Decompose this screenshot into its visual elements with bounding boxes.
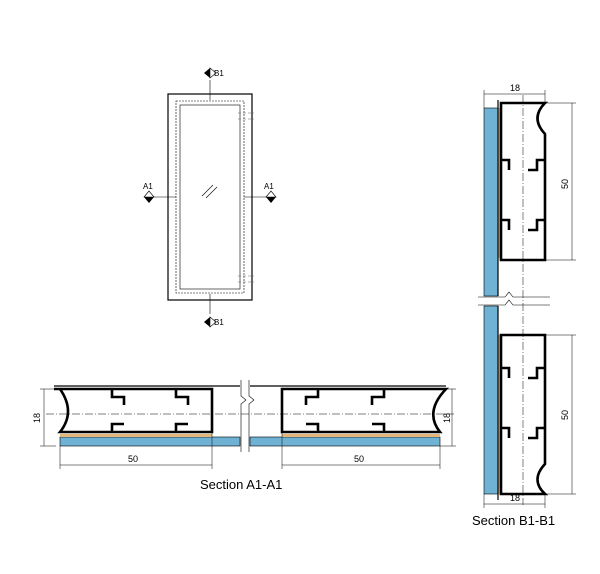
dimension-label-height-right: 18 bbox=[442, 413, 452, 423]
frame-profile-top-detail bbox=[501, 158, 545, 232]
dimension-width-bottom: 18 bbox=[483, 493, 546, 508]
elevation-hinge-marks bbox=[238, 112, 254, 283]
section-marker-b-bottom: B1 bbox=[204, 316, 224, 328]
elevation-outer-frame bbox=[167, 93, 253, 301]
gasket-strip-left bbox=[60, 434, 212, 437]
dimension-label-width-left: 50 bbox=[128, 454, 138, 464]
frame-profile-left bbox=[54, 387, 214, 434]
dimension-label-width-bottom: 18 bbox=[510, 493, 520, 503]
dimension-label-height-left: 18 bbox=[32, 413, 42, 423]
gasket-strip-bottom bbox=[498, 335, 501, 494]
dimension-label-width-top: 18 bbox=[510, 83, 520, 93]
section-a-caption: Section A1-A1 bbox=[200, 477, 282, 492]
elevation-inner-frame bbox=[175, 100, 245, 294]
break-symbol-a bbox=[240, 380, 255, 452]
glass-strip-top bbox=[483, 107, 499, 297]
gasket-strip-top bbox=[498, 108, 501, 258]
dimension-height-right: 18 bbox=[440, 388, 456, 447]
section-arrow-icon bbox=[204, 317, 210, 327]
frame-profile-top bbox=[499, 101, 549, 262]
glass-strip-left bbox=[59, 436, 241, 447]
dimension-width-right: 50 bbox=[281, 432, 441, 469]
frame-profile-left-detail bbox=[110, 389, 190, 432]
section-marker-a-left: A1 bbox=[143, 182, 155, 203]
dimension-height-bottom: 50 bbox=[545, 334, 576, 495]
section-marker-b-top: B1 bbox=[204, 67, 224, 79]
section-arrow-icon bbox=[144, 197, 154, 203]
section-tag-b-top: B1 bbox=[214, 69, 224, 78]
dimension-width-top: 18 bbox=[483, 83, 546, 108]
section-tag-b-bottom: B1 bbox=[214, 318, 224, 327]
section-a: 18 18 50 50 Section A1-A1 bbox=[32, 380, 456, 492]
dimension-height-left: 18 bbox=[32, 388, 56, 447]
frame-profile-bottom-detail bbox=[501, 366, 545, 440]
section-arrow-icon bbox=[204, 68, 210, 78]
frame-profile-right bbox=[280, 387, 450, 434]
section-tag-a-left: A1 bbox=[143, 182, 153, 191]
dimension-height-top: 50 bbox=[545, 102, 576, 261]
section-b: 18 50 50 18 Section B1-B1 bbox=[472, 83, 576, 528]
glass-strip-right bbox=[249, 436, 441, 447]
section-arrow-icon bbox=[266, 197, 276, 203]
dimension-label-height-bottom: 50 bbox=[560, 410, 570, 420]
dimension-label-height-top: 50 bbox=[560, 179, 570, 189]
frame-profile-right-detail bbox=[304, 389, 386, 432]
elevation-glass-pane bbox=[179, 104, 241, 290]
gasket-strip-right bbox=[282, 434, 440, 437]
section-marker-a-right: A1 bbox=[264, 182, 277, 203]
glass-strip-bottom bbox=[483, 305, 499, 495]
break-symbol-b bbox=[478, 291, 550, 306]
glass-mark-icon bbox=[201, 184, 218, 199]
dimension-label-width-right: 50 bbox=[354, 454, 364, 464]
door-elevation: B1 B1 A1 A1 bbox=[143, 67, 277, 328]
section-b-caption: Section B1-B1 bbox=[472, 513, 555, 528]
section-tag-a-right: A1 bbox=[264, 182, 274, 191]
dimension-width-left: 50 bbox=[59, 432, 213, 469]
